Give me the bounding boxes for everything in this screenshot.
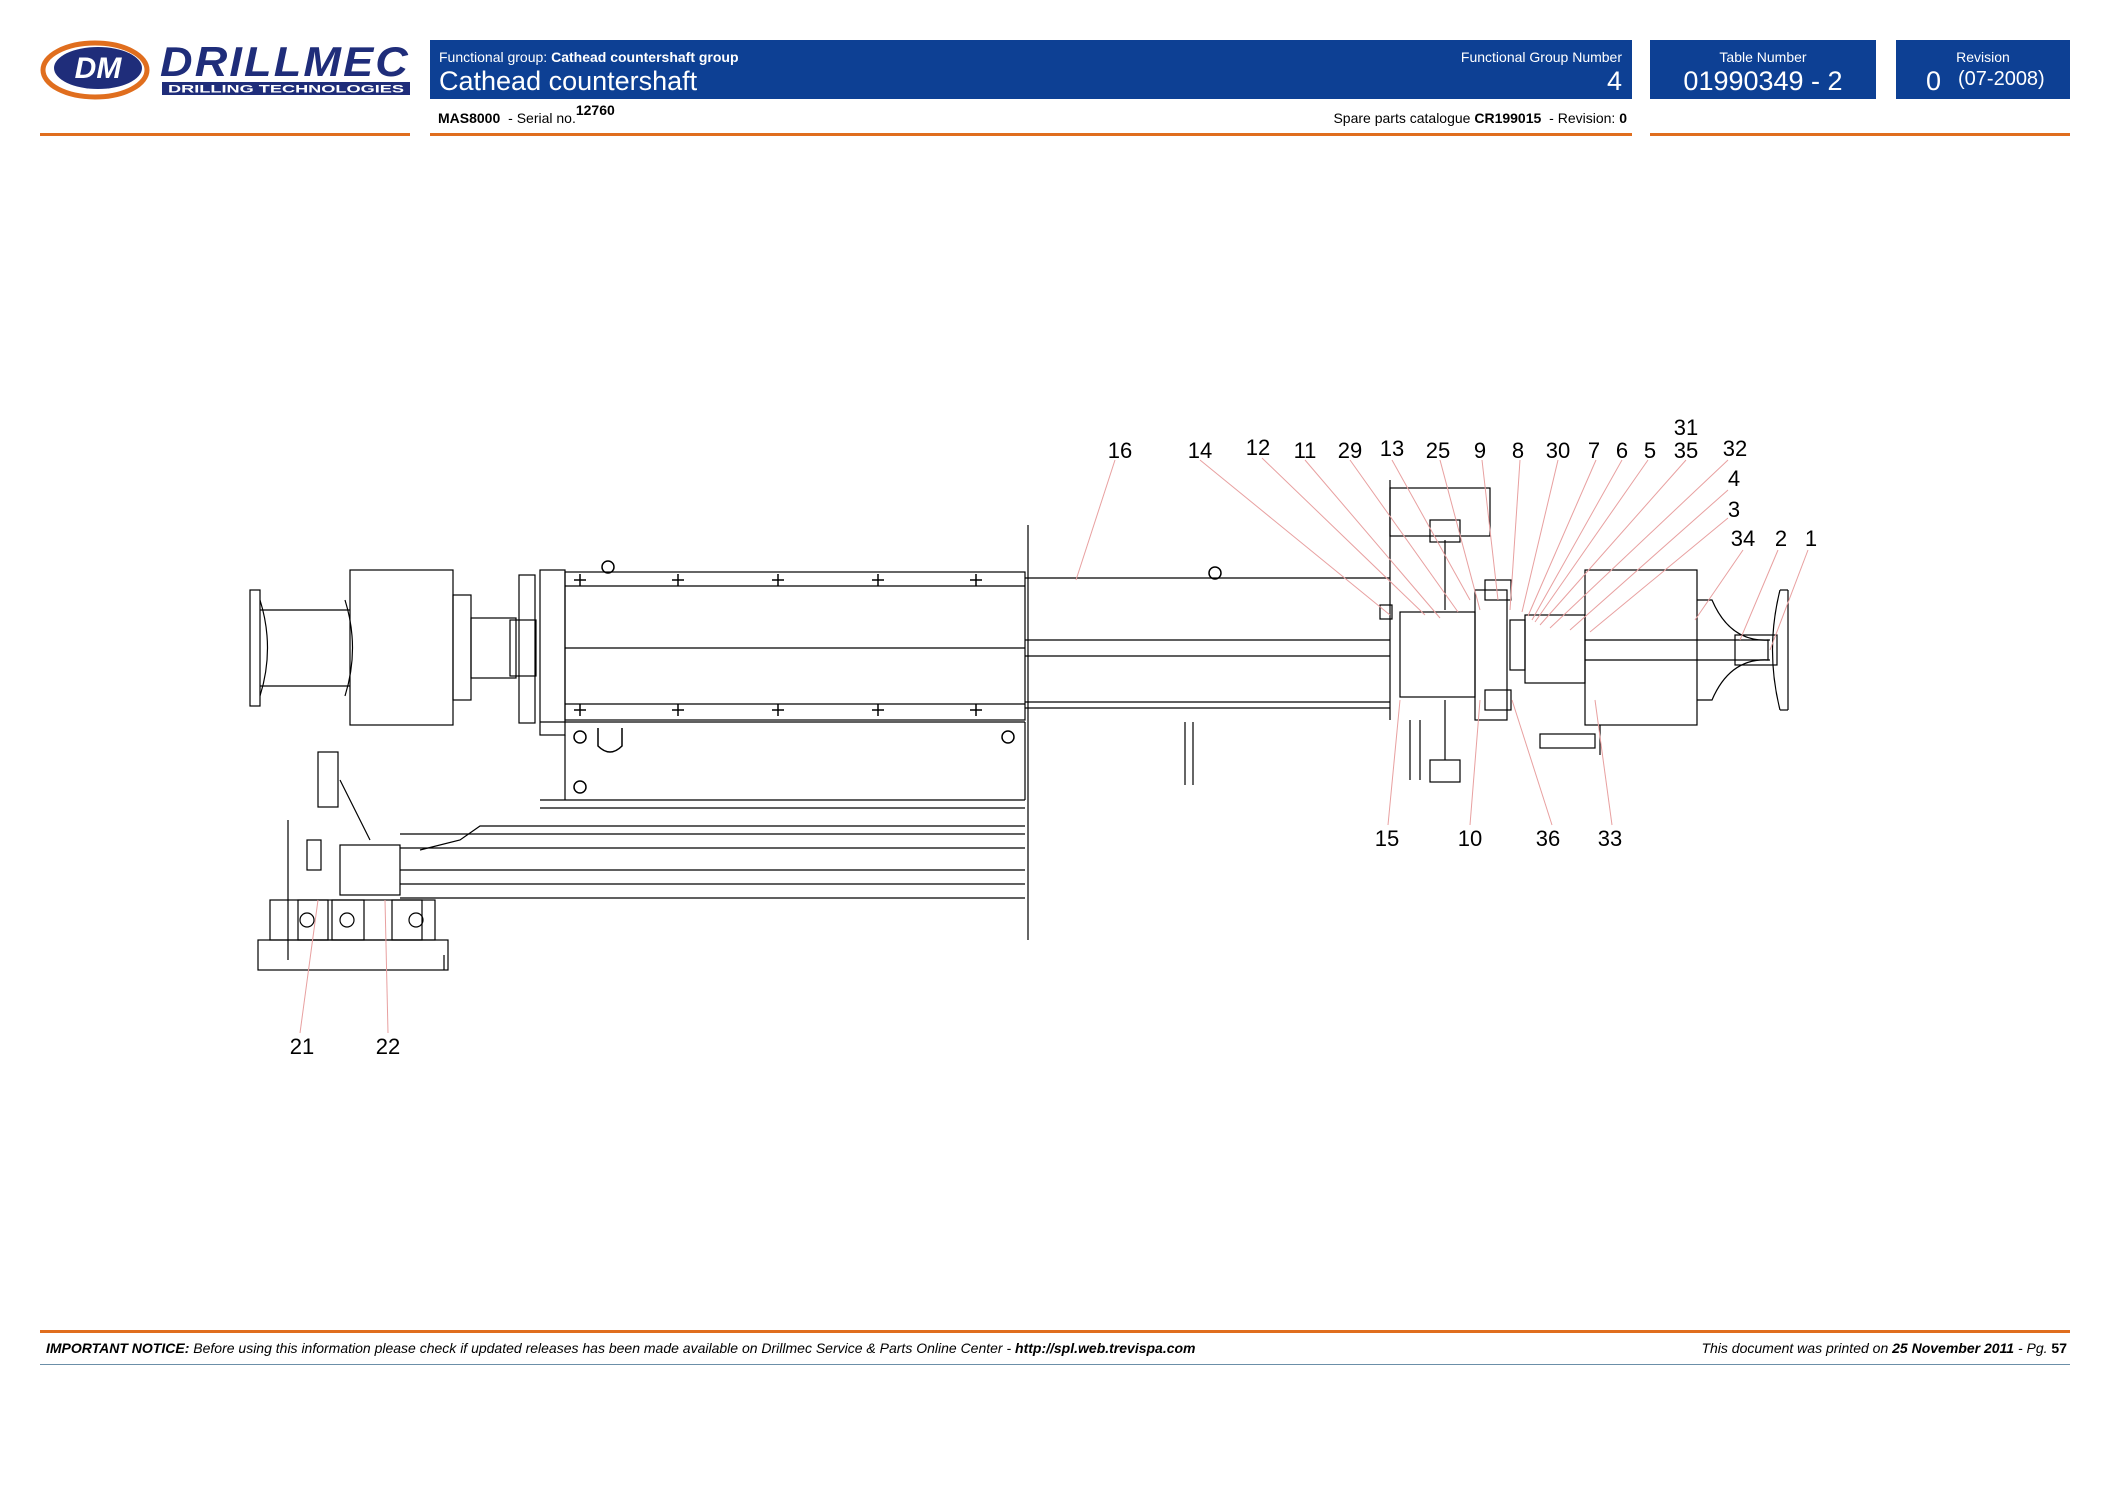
callout-14: 14 [1188,438,1212,463]
notice-label: IMPORTANT NOTICE: [46,1340,190,1356]
callout-1: 1 [1805,526,1817,551]
callout-leaders [299,457,1809,1034]
header-rule-center [430,133,1632,136]
callout-9: 9 [1474,438,1486,463]
page-title: Cathead countershaft [439,66,698,96]
table-number-label: Table Number [1719,49,1807,65]
revision-number: 0 [1926,66,1942,96]
logo-name: DRILLMEC [160,38,410,85]
logo-initials: DM [75,52,123,85]
callout-29: 29 [1338,438,1362,463]
printed-prefix: This document was printed on [1701,1340,1889,1356]
model-serial-line: MAS8000 - Serial no.12760 [438,102,615,126]
functional-group-number: 4 [1606,66,1622,96]
revision-date: (07-2008) [1958,68,2045,90]
callout-34: 34 [1731,526,1755,551]
footer-rule-bottom [40,1364,2070,1365]
catalogue-line: Spare parts catalogue CR199015 - Revisio… [1333,110,1627,126]
table-number-panel: Table Number 01990349 - 2 [1650,40,1876,99]
callout-13: 13 [1380,436,1404,461]
lower-frame [257,751,1025,971]
callout-4: 4 [1728,466,1740,491]
serial-prefix: - Serial no. [508,110,576,126]
callout-8: 8 [1512,438,1524,463]
functional-group-panel: Functional group: Cathead countershaft g… [430,40,1632,99]
callout-33: 33 [1598,826,1622,851]
functional-group-name: Cathead countershaft group [551,49,739,65]
functional-group-prefix: Functional group: [439,49,548,65]
page-number: 57 [2051,1340,2067,1356]
drillmec-logo-icon: DM DRILLMEC DRILLING TECHNOLOGIES [40,38,410,100]
catalogue-code: CR199015 [1474,110,1542,126]
callout-3: 3 [1728,497,1740,522]
callout-2: 2 [1775,526,1787,551]
catalogue-revision-prefix: - Revision: [1549,110,1616,126]
logo-tagline: DRILLING TECHNOLOGIES [168,84,404,96]
callout-35: 35 [1674,438,1698,463]
callout-6: 6 [1616,438,1628,463]
main-shaft-housing [539,525,1390,940]
model-name: MAS8000 [438,110,501,126]
logo: DM DRILLMEC DRILLING TECHNOLOGIES [40,38,412,102]
printed-date: 25 November 2011 [1892,1340,2015,1356]
table-number: 01990349 - 2 [1683,66,1843,96]
serial-number: 12760 [575,102,615,118]
callout-15: 15 [1375,826,1399,851]
page-prefix: - Pg. [2017,1340,2048,1356]
callout-32: 32 [1723,436,1747,461]
left-cathead-drum [249,569,537,726]
right-gear-assembly [1379,480,1789,783]
housing-bolts [573,560,1222,794]
revision-panel: Revision 0 (07-2008) [1896,40,2070,99]
callout-21: 21 [290,1034,314,1059]
functional-group-line: Functional group: Cathead countershaft g… [439,49,739,65]
print-info: This document was printed on 25 November… [1701,1340,2067,1356]
callout-22: 22 [376,1034,400,1059]
callout-25: 25 [1426,438,1450,463]
important-notice: IMPORTANT NOTICE: Before using this info… [46,1340,1196,1356]
callout-labels: 16 14 12 11 29 13 25 9 8 30 7 6 5 31 35 … [290,415,1817,1059]
revision-label: Revision [1956,49,2010,65]
footer-rule-top [40,1330,2070,1333]
functional-group-number-label: Functional Group Number [1460,49,1622,65]
callout-30: 30 [1546,438,1570,463]
callout-36: 36 [1536,826,1560,851]
notice-text: Before using this information please che… [193,1340,1012,1356]
callout-31: 31 [1674,415,1698,440]
catalogue-revision: 0 [1619,110,1627,126]
notice-url[interactable]: http://spl.web.trevispa.com [1015,1340,1196,1356]
callout-7: 7 [1588,438,1600,463]
catalogue-prefix: Spare parts catalogue [1333,110,1471,126]
header-rule-right [1650,133,2070,136]
callout-16: 16 [1108,438,1132,463]
callout-12: 12 [1246,435,1270,460]
header-rule-left [40,133,410,136]
callout-5: 5 [1644,438,1656,463]
callout-10: 10 [1458,826,1482,851]
callout-11: 11 [1294,438,1317,463]
